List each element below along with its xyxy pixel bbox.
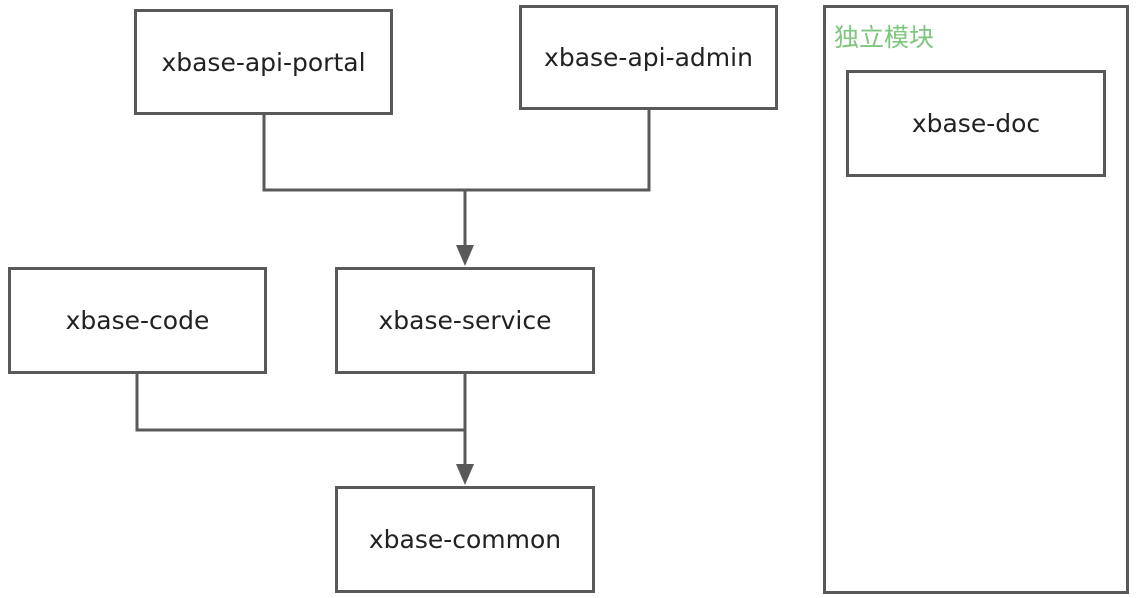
arrowhead-into-service [456, 245, 474, 266]
node-label: xbase-doc [911, 109, 1041, 138]
node-xbase-service[interactable]: xbase-service [335, 267, 595, 374]
edge-admin-to-service [465, 110, 651, 192]
node-label: xbase-api-admin [544, 43, 753, 72]
standalone-module-label: 独立模块 [834, 23, 935, 52]
node-xbase-code[interactable]: xbase-code [8, 267, 267, 374]
arrowhead-into-common [456, 464, 474, 485]
edge-portal-to-service [262, 115, 465, 192]
node-xbase-doc[interactable]: xbase-doc [846, 70, 1106, 177]
edge-code-to-common [135, 374, 465, 432]
node-label: xbase-api-portal [161, 47, 366, 77]
node-label: xbase-common [368, 525, 562, 554]
node-label: xbase-service [378, 306, 552, 335]
standalone-module-group [823, 5, 1129, 594]
node-xbase-api-admin[interactable]: xbase-api-admin [519, 5, 778, 110]
node-label: xbase-code [65, 306, 210, 335]
node-xbase-api-portal[interactable]: xbase-api-portal [134, 9, 393, 115]
node-xbase-common[interactable]: xbase-common [335, 486, 595, 593]
